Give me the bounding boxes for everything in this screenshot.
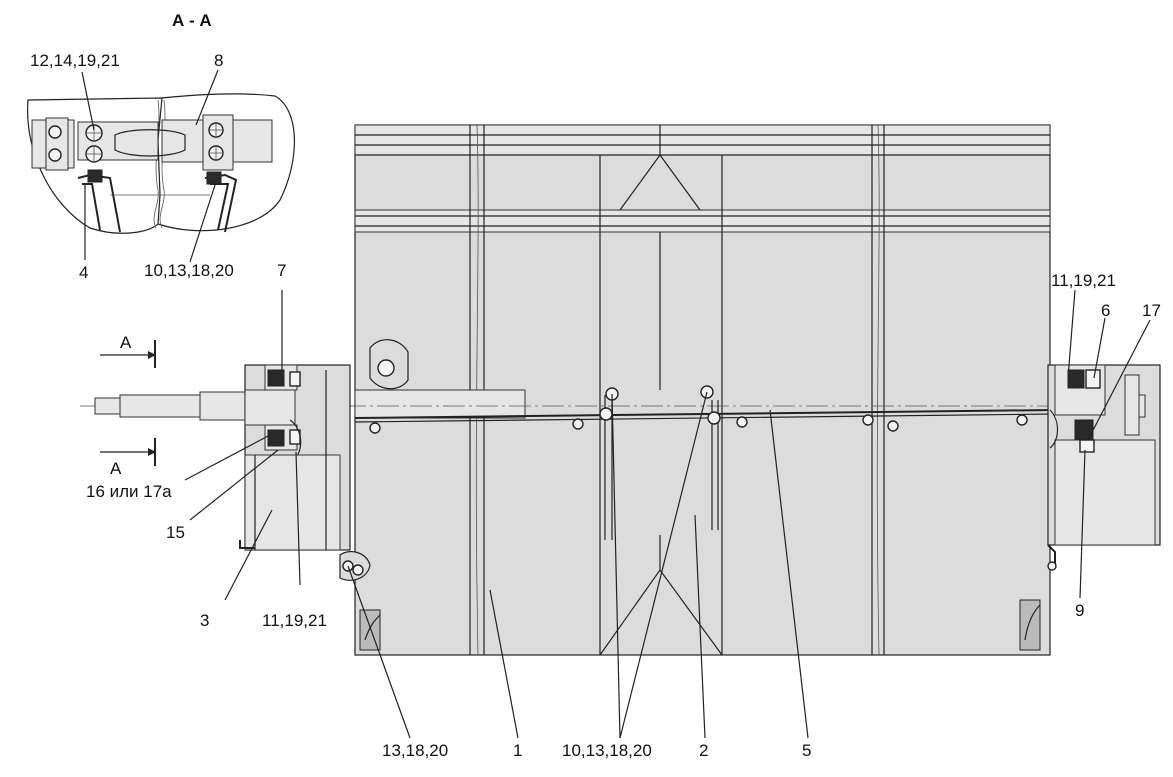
callout-4: 4: [79, 263, 88, 282]
callout-a-bottom: А: [110, 459, 122, 478]
right-shaft-assembly: [1047, 364, 1161, 571]
callout-10-13-18-20-top: 10,13,18,20: [144, 261, 234, 280]
callout-6: 6: [1101, 301, 1110, 320]
callout-11-19-21-right: 11,19,21: [1051, 271, 1116, 290]
callout-3: 3: [200, 611, 209, 630]
left-shaft-assembly: [94, 364, 351, 551]
callout-11-19-21-left: 11,19,21: [262, 611, 327, 630]
callout-17: 17: [1142, 301, 1161, 320]
callout-15: 15: [166, 523, 185, 542]
labels: А - А 12,14,19,21 8 4 10,13,18,20 7 А А …: [30, 11, 1161, 760]
leader-lines: [81, 69, 1151, 739]
section-title: А - А: [172, 11, 212, 30]
section-a-a-view: [27, 93, 295, 234]
callout-7: 7: [277, 261, 286, 280]
callout-5: 5: [802, 741, 811, 760]
callout-a-top: А: [120, 333, 132, 352]
callout-9: 9: [1075, 601, 1084, 620]
callout-10-13-18-20-bottom: 10,13,18,20: [562, 741, 652, 760]
main-assembly: [80, 124, 1140, 656]
section-cut-markers: [100, 340, 156, 466]
callout-8: 8: [214, 51, 223, 70]
callout-2: 2: [699, 741, 708, 760]
callout-13-18-20: 13,18,20: [382, 741, 448, 760]
callout-16-17a: 16 или 17а: [86, 482, 172, 501]
callout-1: 1: [513, 741, 522, 760]
callout-12-14-19-21: 12,14,19,21: [30, 51, 120, 70]
